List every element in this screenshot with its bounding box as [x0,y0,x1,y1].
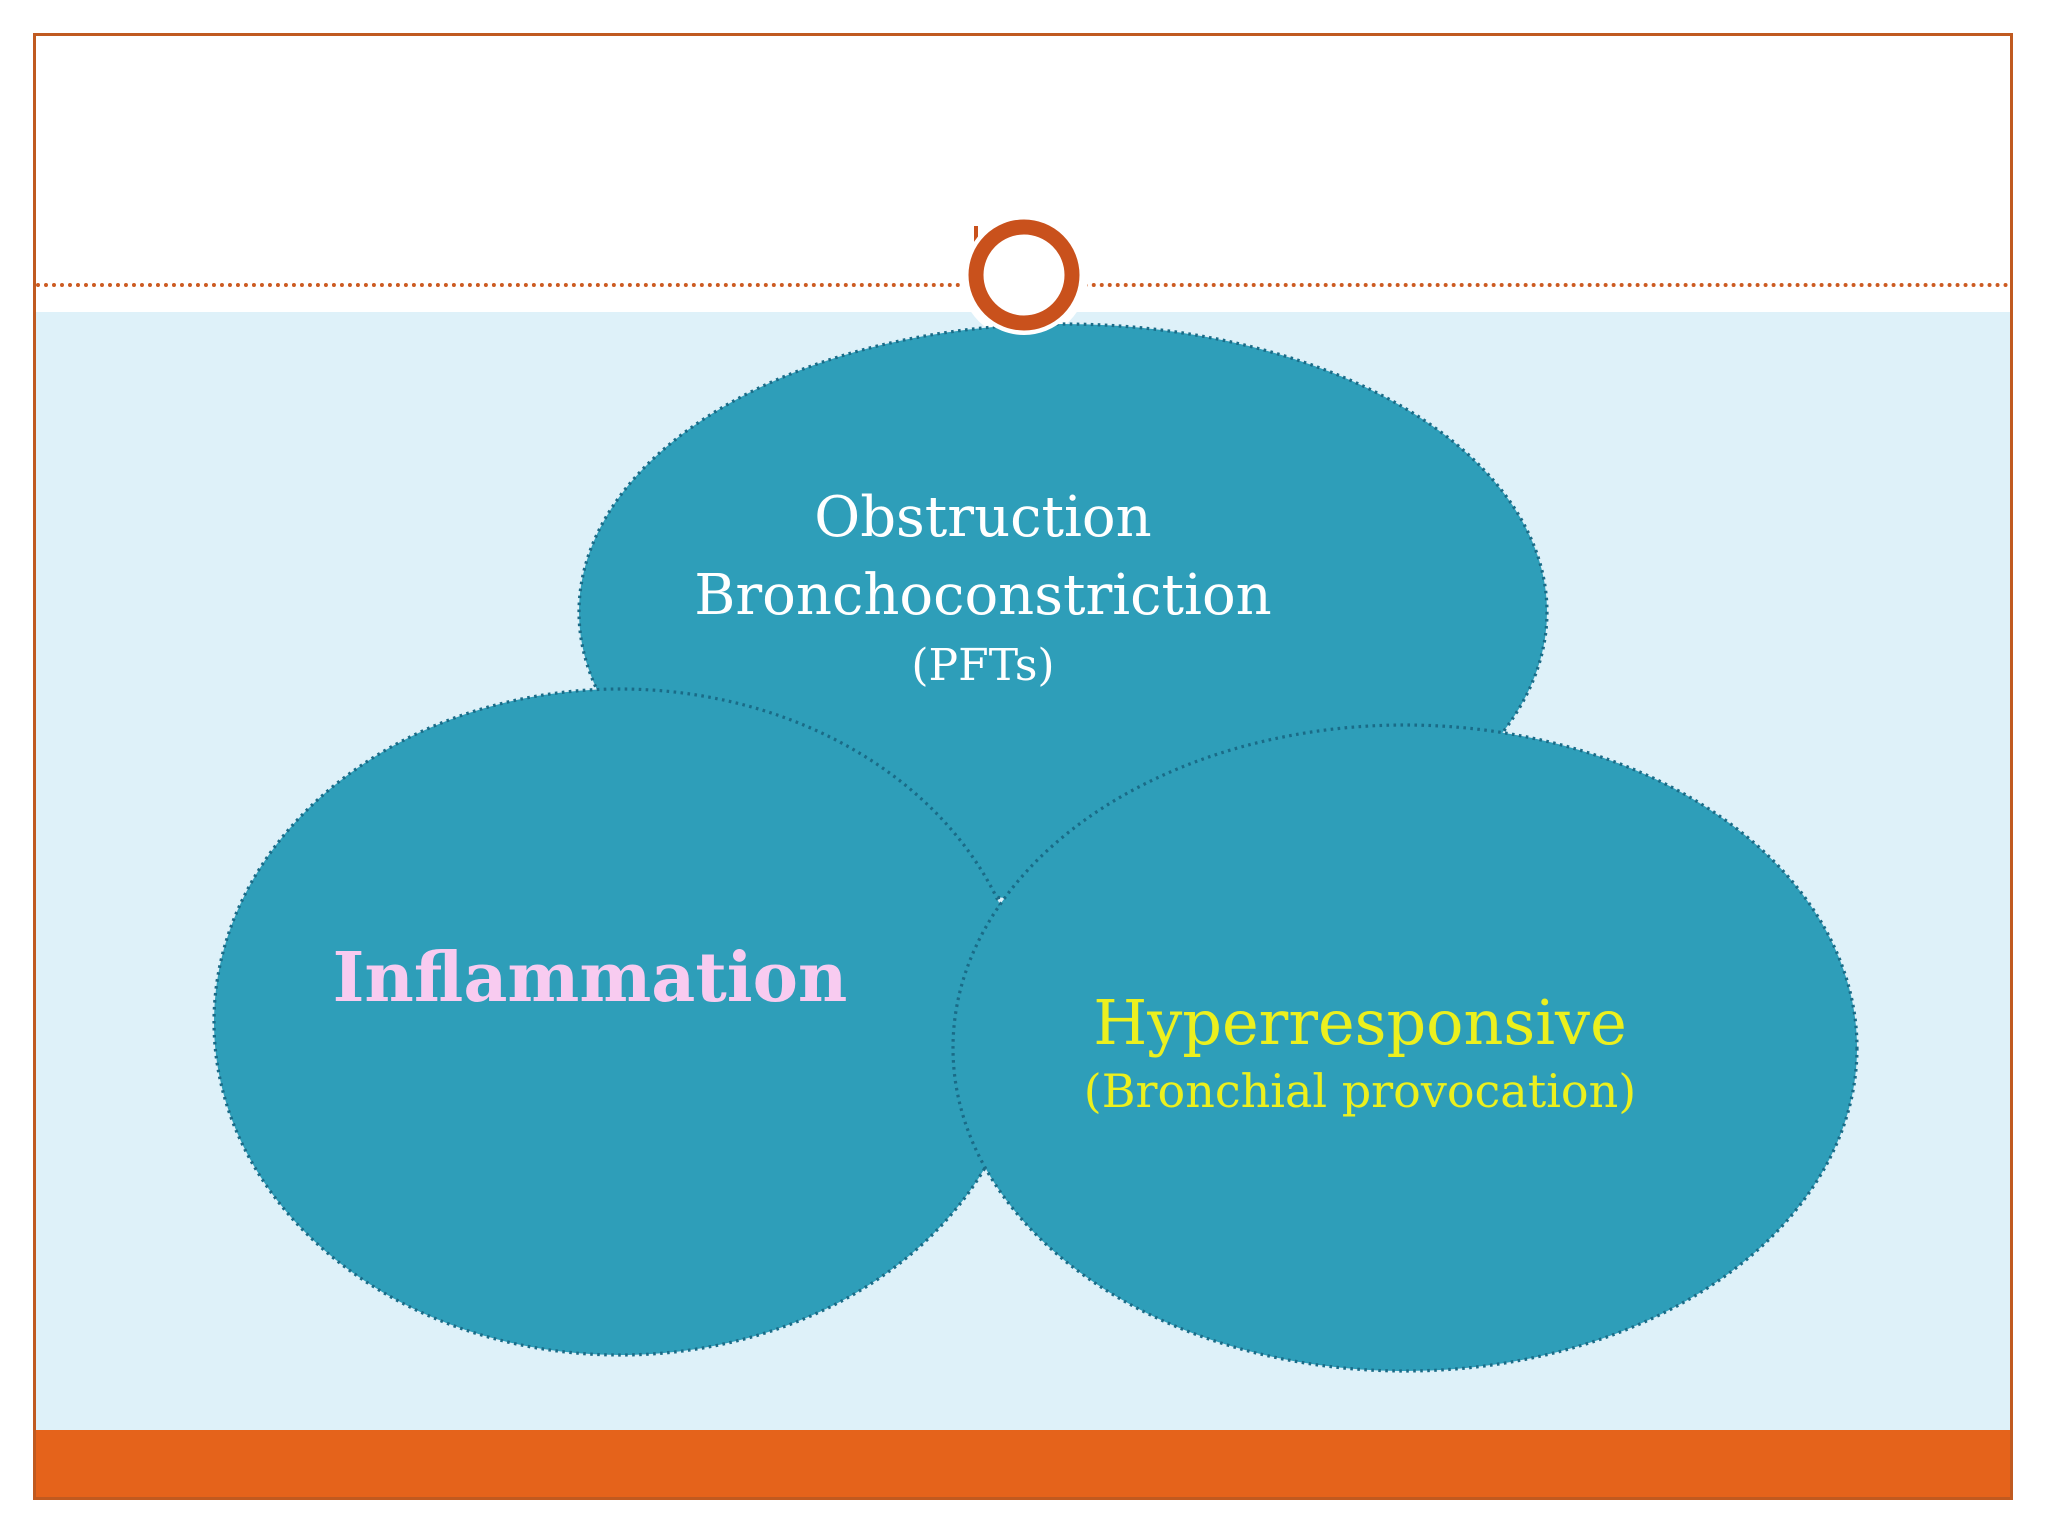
ornament-tick [974,226,978,244]
circle-ornament-icon [968,219,1080,331]
ellipse-inflammation [212,687,1028,1357]
bottom-accent-bar [36,1430,2010,1497]
ellipse-hyperresponsive [951,723,1859,1373]
